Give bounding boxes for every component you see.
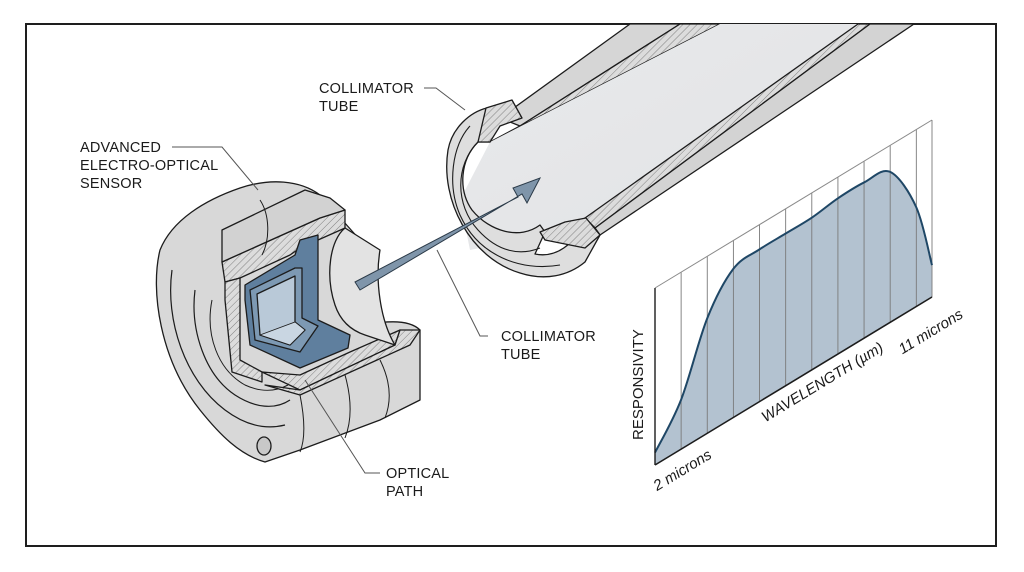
leader-collimator-mid [436, 249, 488, 337]
label-collimator-top-line: COLLIMATOR [319, 81, 414, 97]
sensor-left-cut [224, 277, 263, 383]
sensor-segment-line [259, 199, 269, 256]
sensor-front-ring [170, 269, 286, 428]
optical-path-arrow [354, 177, 542, 291]
detector-floor [258, 321, 306, 346]
chart-area-fill [655, 170, 932, 465]
leader-sensor [172, 146, 259, 191]
sensor-front-ring-inner [193, 289, 291, 407]
tube-flange-cut-bottom [539, 217, 601, 249]
collimator-tube [446, 23, 915, 278]
label-collimator-mid-line: TUBE [501, 347, 541, 363]
label-collimator-mid-line: COLLIMATOR [501, 329, 596, 345]
tube-flange-cut-top [477, 99, 523, 143]
label-sensor-line: SENSOR [80, 176, 142, 192]
sensor-front-ring-lip [209, 299, 289, 391]
chart-top-edge [654, 119, 933, 289]
sensor-top-block [221, 189, 346, 263]
chart-gridlines [654, 120, 933, 465]
label-optical-path-line: OPTICAL [386, 466, 449, 482]
chart-x-axis [654, 296, 933, 466]
label-optical-path: OPTICAL PATH [386, 466, 453, 500]
label-sensor-line: ELECTRO-OPTICAL [80, 158, 218, 174]
electro-optical-sensor [155, 181, 421, 463]
sensor-segment-line [299, 394, 305, 453]
chart-curve [654, 169, 933, 454]
label-collimator-mid: COLLIMATOR TUBE [501, 329, 600, 363]
leader-collimator-top [424, 87, 466, 111]
tube-flange-step [452, 125, 561, 268]
tube-bore [460, 24, 858, 250]
label-collimator-top-line: TUBE [319, 99, 359, 115]
sensor-segment-line [344, 374, 351, 439]
leader-optical-path [304, 379, 380, 474]
sensor-segment-line [379, 359, 390, 419]
mounting-hole [256, 436, 272, 456]
label-sensor: ADVANCED ELECTRO-OPTICAL SENSOR [80, 140, 222, 192]
sensor-bottom-cut-2 [264, 329, 421, 396]
label-sensor-line: ADVANCED [80, 140, 161, 156]
figure-border [25, 23, 997, 547]
label-collimator-top: COLLIMATOR TUBE [319, 81, 418, 115]
chart-y-label: RESPONSIVITY [630, 329, 647, 440]
tube-flange-inner-rim [460, 141, 541, 253]
label-optical-path-line: PATH [386, 484, 423, 500]
